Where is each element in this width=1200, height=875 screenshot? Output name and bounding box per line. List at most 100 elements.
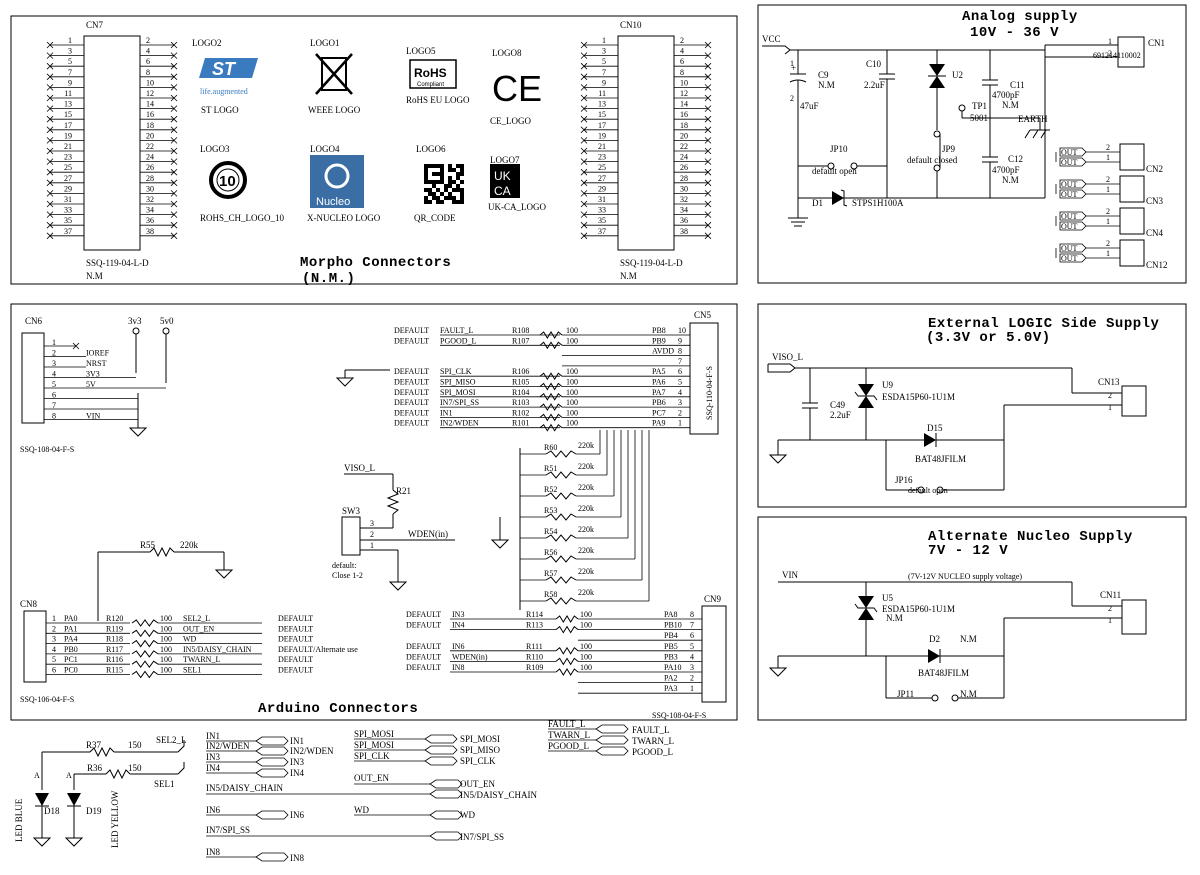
led-section: R37 150 SEL2_L R36 150 SEL1 A D18 LED BL…: [14, 735, 187, 848]
svg-text:LOGO3: LOGO3: [200, 144, 230, 154]
svg-text:32: 32: [680, 195, 688, 204]
cn6-pin-row: 1: [44, 338, 80, 350]
svg-text:life.augmented: life.augmented: [200, 87, 248, 96]
svg-text:R107: R107: [512, 336, 529, 345]
arduino-title: Arduino Connectors: [258, 701, 418, 717]
svg-text:SPI_MISO: SPI_MISO: [440, 378, 476, 387]
svg-text:SPI_CLK: SPI_CLK: [460, 756, 496, 766]
svg-text:LOGO1: LOGO1: [310, 38, 340, 48]
svg-text:27: 27: [64, 174, 72, 183]
svg-text:220k: 220k: [578, 567, 594, 576]
logic-supply: External LOGIC Side Supply (3.3V or 5.0V…: [767, 316, 1159, 495]
svg-text:ST: ST: [212, 59, 237, 79]
svg-text:CE: CE: [492, 68, 542, 109]
svg-text:R37: R37: [86, 740, 102, 750]
svg-text:DEFAULT: DEFAULT: [406, 610, 441, 619]
svg-text:2: 2: [1106, 207, 1110, 216]
svg-text:PB10: PB10: [664, 621, 682, 630]
svg-text:OUT: OUT: [1061, 244, 1078, 253]
svg-text:OUT_EN: OUT_EN: [460, 779, 495, 789]
svg-text:10: 10: [678, 326, 686, 335]
svg-text:2.2uF: 2.2uF: [830, 410, 851, 420]
svg-text:PB6: PB6: [652, 398, 666, 407]
sw3-switch: VISO_L R21 SW3 3 2 1 WDEN(in) default: C…: [332, 463, 510, 591]
svg-text:SSQ-119-04-L-D: SSQ-119-04-L-D: [620, 258, 683, 268]
svg-text:4: 4: [690, 652, 694, 661]
rohs-china-logo: LOGO3 10 ROHS_CH_LOGO_10: [200, 144, 285, 223]
svg-text:3: 3: [690, 663, 694, 672]
svg-text:IN1: IN1: [440, 408, 452, 417]
pullup-resistor: R52 220k: [520, 430, 615, 500]
svg-text:47uF: 47uF: [800, 101, 819, 111]
svg-text:PB3: PB3: [664, 652, 678, 661]
svg-text:R116: R116: [106, 655, 123, 664]
svg-text:PA1: PA1: [64, 624, 78, 633]
svg-text:OUT: OUT: [1061, 254, 1078, 263]
svg-text:100: 100: [160, 635, 172, 644]
svg-text:220k: 220k: [578, 441, 594, 450]
svg-text:19: 19: [64, 131, 72, 140]
svg-text:100: 100: [160, 614, 172, 623]
svg-text:13: 13: [64, 100, 72, 109]
svg-text:SEL2_L: SEL2_L: [156, 735, 187, 745]
svg-text:1: 1: [1108, 37, 1112, 46]
svg-text:N.M: N.M: [886, 613, 903, 623]
svg-text:D18: D18: [44, 806, 60, 816]
svg-text:CN7: CN7: [86, 20, 104, 30]
alt-panel: [757, 516, 1187, 721]
svg-text:30: 30: [146, 184, 154, 193]
svg-text:WDEN(in): WDEN(in): [452, 652, 488, 661]
svg-text:IN5/DAISY_CHAIN: IN5/DAISY_CHAIN: [206, 783, 283, 793]
svg-text:IN7/SPI_SS: IN7/SPI_SS: [206, 825, 250, 835]
svg-text:2: 2: [1106, 143, 1110, 152]
svg-text:100: 100: [566, 326, 578, 335]
svg-text:FAULT_L: FAULT_L: [548, 719, 586, 729]
svg-text:1: 1: [1106, 185, 1110, 194]
svg-text:SSQ-106-04-F-S: SSQ-106-04-F-S: [20, 695, 74, 704]
port-symbol: [424, 756, 458, 766]
svg-text:PA6: PA6: [652, 378, 666, 387]
svg-text:R120: R120: [106, 614, 123, 623]
svg-text:WD: WD: [354, 805, 369, 815]
svg-text:R52: R52: [544, 485, 557, 494]
svg-text:100: 100: [566, 336, 578, 345]
svg-text:SEL1: SEL1: [183, 666, 201, 675]
port-symbol: [424, 734, 458, 744]
svg-text:6: 6: [680, 57, 684, 66]
svg-text:CN3: CN3: [1146, 196, 1164, 206]
svg-text:CA: CA: [494, 184, 511, 198]
svg-text:IN2/WDEN: IN2/WDEN: [206, 741, 250, 751]
svg-text:1: 1: [690, 684, 694, 693]
svg-text:C12: C12: [1008, 154, 1023, 164]
svg-text:CN6: CN6: [25, 316, 43, 326]
svg-text:220k: 220k: [180, 540, 199, 550]
svg-text:BAT48JFILM: BAT48JFILM: [915, 454, 966, 464]
svg-text:36: 36: [146, 216, 154, 225]
svg-text:15: 15: [64, 110, 72, 119]
svg-text:DEFAULT: DEFAULT: [406, 642, 441, 651]
cn6-pin-row: 6: [44, 391, 138, 400]
svg-text:7V - 12 V: 7V - 12 V: [928, 543, 1008, 559]
svg-text:36: 36: [680, 216, 688, 225]
